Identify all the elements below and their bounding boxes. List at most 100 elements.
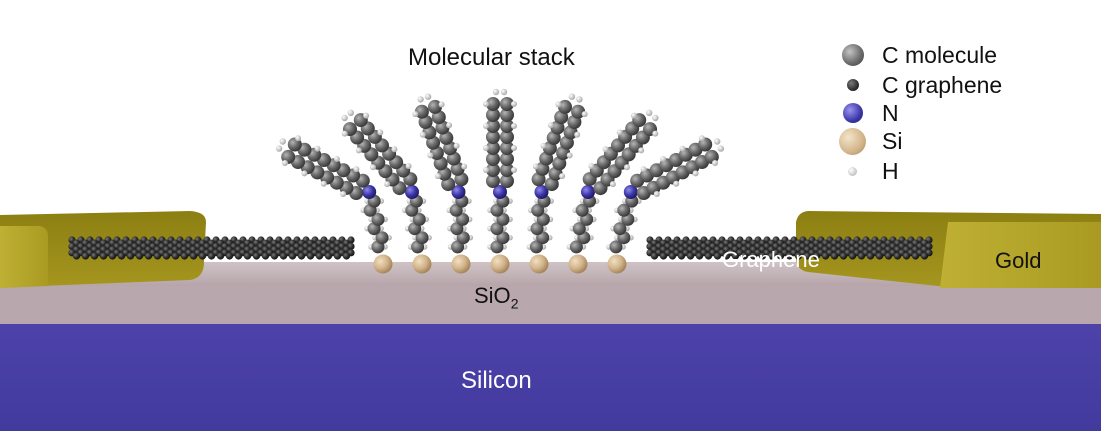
h-atom xyxy=(417,96,424,103)
molecule-chain xyxy=(566,109,659,274)
h-atom xyxy=(609,181,616,188)
h-atom xyxy=(427,152,434,159)
c-atom xyxy=(486,174,500,188)
c-atom xyxy=(486,108,500,122)
h-atom xyxy=(717,145,725,152)
h-atom xyxy=(653,191,660,197)
h-atom xyxy=(574,131,581,138)
molecule-chain xyxy=(483,88,517,274)
graphene-sheet-left xyxy=(68,236,355,260)
graphene-label: Graphene xyxy=(722,247,820,272)
c-atom xyxy=(529,240,543,254)
tan-sphere-icon xyxy=(839,128,866,155)
molecule-chain xyxy=(341,109,432,274)
h-atom xyxy=(341,130,348,137)
graphene-atom xyxy=(171,252,180,260)
c-atom xyxy=(500,97,514,111)
molecular-stack xyxy=(275,88,725,274)
graphene-atom xyxy=(704,252,713,260)
h-atom xyxy=(446,122,453,129)
c-atom xyxy=(456,212,470,226)
h-atom xyxy=(377,129,384,136)
h-atom xyxy=(483,123,489,129)
molecule-chain xyxy=(606,135,725,274)
c-atom xyxy=(371,212,385,226)
graphene-atom xyxy=(785,252,794,260)
h-atom xyxy=(576,96,583,103)
graphene-atom xyxy=(342,252,351,260)
graphene-atom xyxy=(108,252,117,260)
h-atom xyxy=(652,114,659,122)
graphene-atom xyxy=(117,252,126,260)
dark-sphere-icon xyxy=(847,79,859,91)
h-atom xyxy=(652,130,659,137)
graphene-atom xyxy=(722,252,731,260)
c-atom xyxy=(456,231,470,245)
n-atom xyxy=(493,185,507,199)
graphene-atom xyxy=(920,252,929,260)
c-atom xyxy=(486,130,500,144)
n-atom xyxy=(534,185,549,199)
h-atom xyxy=(640,166,647,173)
sio2-label: SiO2 xyxy=(474,283,519,312)
c-atom xyxy=(375,231,389,245)
h-atom xyxy=(275,145,283,152)
graphene-atom xyxy=(99,252,108,260)
graphene-atom xyxy=(315,252,324,260)
si-atom xyxy=(451,254,471,274)
h-atom xyxy=(355,147,362,154)
c-atom xyxy=(569,240,583,254)
molecule-chain xyxy=(526,93,588,274)
n-atom xyxy=(362,185,377,199)
h-atom xyxy=(438,101,445,108)
h-atom xyxy=(660,156,667,162)
gold-electrode-right xyxy=(796,211,1101,288)
h-atom xyxy=(568,93,576,100)
h-atom xyxy=(698,135,705,142)
h-atom xyxy=(419,131,426,138)
h-atom xyxy=(412,111,419,118)
graphene-atom xyxy=(261,252,270,260)
graphene-atom xyxy=(839,252,848,260)
c-atom xyxy=(575,203,589,217)
c-atom xyxy=(500,119,514,133)
legend-item-c-molecule: C molecule xyxy=(838,42,1058,68)
h-atom xyxy=(540,142,547,149)
n-atom xyxy=(451,185,466,199)
h-atom xyxy=(483,101,489,107)
c-atom xyxy=(412,212,426,226)
h-atom xyxy=(483,145,489,151)
legend-item-c-graphene: C graphene xyxy=(838,72,1058,98)
graphene-atom xyxy=(306,252,315,260)
silicon-label: Silicon xyxy=(461,367,532,394)
h-atom xyxy=(483,167,489,173)
graphene-atom xyxy=(767,252,776,260)
c-atom xyxy=(531,203,545,217)
graphene-atom xyxy=(225,252,234,260)
c-atom xyxy=(613,222,627,236)
c-atom xyxy=(486,119,500,133)
graphene-atom xyxy=(189,252,198,260)
c-atom xyxy=(428,99,442,114)
h-atom xyxy=(581,111,588,118)
graphene-atom xyxy=(180,252,189,260)
graphene-atom xyxy=(758,252,767,260)
light-sphere-icon xyxy=(848,167,857,176)
h-atom xyxy=(566,152,573,159)
h-atom xyxy=(712,160,718,166)
h-atom xyxy=(559,173,566,180)
legend-item-n: N xyxy=(838,100,1058,126)
graphene-atom xyxy=(902,252,911,260)
graphene-atom xyxy=(81,252,90,260)
h-atom xyxy=(646,109,653,117)
c-atom xyxy=(500,152,514,166)
si-atom xyxy=(490,254,510,274)
graphene-atom xyxy=(830,252,839,260)
h-atom xyxy=(511,167,517,173)
h-atom xyxy=(301,170,308,177)
h-atom xyxy=(511,145,517,151)
graphene-atom xyxy=(884,252,893,260)
h-atom xyxy=(363,112,370,119)
h-atom xyxy=(434,173,441,180)
